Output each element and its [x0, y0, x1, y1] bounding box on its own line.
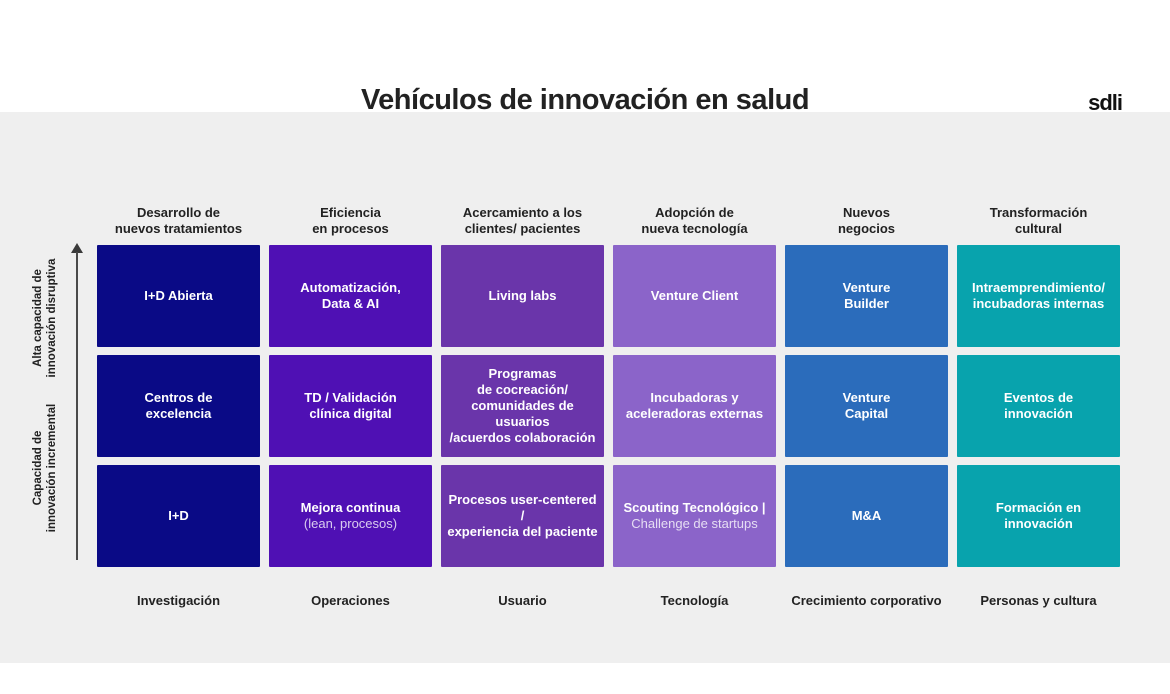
- column-footer: Crecimiento corporativo: [791, 593, 942, 608]
- matrix-cell: Intraemprendimiento/ incubadoras interna…: [957, 245, 1120, 347]
- column-header: Desarrollo de nuevos tratamientos: [114, 205, 243, 236]
- brand-logo: sdli: [1088, 90, 1123, 115]
- cell-label: Venture Client: [650, 288, 739, 303]
- column-footer: Investigación: [136, 593, 221, 608]
- cell-text-group: Scouting Tecnológico | Challenge de star…: [623, 500, 765, 532]
- matrix-cell: Scouting Tecnológico | Challenge de star…: [613, 465, 776, 567]
- y-axis-label-disruptive: Alta capacidad de innovación disruptiva: [32, 258, 58, 378]
- cell-label: Centros de excelencia: [144, 390, 213, 421]
- cell-sublabel: (lean, procesos): [303, 516, 398, 531]
- matrix-column-usuario: Acercamiento a los clientes/ pacientes L…: [441, 182, 604, 608]
- cell-label: Scouting Tecnológico |: [623, 500, 766, 515]
- column-footer: Operaciones: [311, 593, 390, 608]
- cell-label: Living labs: [488, 288, 557, 303]
- cell-label: Formación en innovación: [995, 500, 1082, 531]
- cell-label: Automatización, Data & AI: [300, 280, 401, 311]
- y-axis-label-incremental: Capacidad de innovación incremental: [32, 403, 58, 533]
- cell-label: I+D: [168, 508, 189, 523]
- cell-label: Incubadoras y aceleradoras externas: [625, 390, 764, 421]
- column-header: Adopción de nueva tecnología: [641, 205, 748, 236]
- column-footer: Tecnología: [660, 593, 729, 608]
- matrix-column-personas-y-cultura: Transformación cultural Intraemprendimie…: [957, 182, 1120, 608]
- matrix-cell: I+D Abierta: [97, 245, 260, 347]
- cell-label: M&A: [851, 508, 882, 523]
- column-footer: Personas y cultura: [980, 593, 1097, 608]
- matrix-cell: I+D: [97, 465, 260, 567]
- column-header: Eficiencia en procesos: [312, 205, 389, 236]
- cell-label: I+D Abierta: [144, 288, 213, 303]
- matrix-cell: Venture Capital: [785, 355, 948, 457]
- cell-label: TD / Validación clínica digital: [304, 390, 397, 421]
- matrix-cell: TD / Validación clínica digital: [269, 355, 432, 457]
- cell-label: Programas de cocreación/ comunidades de …: [449, 366, 596, 445]
- cell-label: Eventos de innovación: [1003, 390, 1074, 421]
- matrix-cell: Venture Client: [613, 245, 776, 347]
- cell-label: Procesos user-centered / experiencia del…: [447, 492, 598, 539]
- cell-label: Venture Builder: [842, 280, 891, 311]
- column-footer: Usuario: [498, 593, 547, 608]
- cell-label: Venture Capital: [842, 390, 891, 421]
- matrix-cell: Procesos user-centered / experiencia del…: [441, 465, 604, 567]
- y-axis-line: [76, 252, 78, 560]
- cell-text-group: Mejora continua (lean, procesos): [301, 500, 401, 532]
- matrix-cell: Eventos de innovación: [957, 355, 1120, 457]
- matrix-cell: Living labs: [441, 245, 604, 347]
- matrix-column-operaciones: Eficiencia en procesos Automatización, D…: [269, 182, 432, 608]
- column-header: Nuevos negocios: [837, 205, 896, 236]
- matrix-cell: Incubadoras y aceleradoras externas: [613, 355, 776, 457]
- column-header: Transformación cultural: [989, 205, 1088, 236]
- page-title: Vehículos de innovación en salud: [360, 84, 810, 116]
- cell-label: Mejora continua: [300, 500, 401, 515]
- cell-sublabel: Challenge de startups: [631, 516, 758, 531]
- matrix-column-investigacion: Desarrollo de nuevos tratamientos I+D Ab…: [97, 182, 260, 608]
- matrix-column-tecnologia: Adopción de nueva tecnología Venture Cli…: [613, 182, 776, 608]
- column-header: Acercamiento a los clientes/ pacientes: [462, 205, 583, 236]
- arrow-up-icon: [71, 243, 83, 253]
- matrix-cell: Formación en innovación: [957, 465, 1120, 567]
- innovation-matrix: Desarrollo de nuevos tratamientos I+D Ab…: [97, 182, 1120, 608]
- matrix-cell: Mejora continua (lean, procesos): [269, 465, 432, 567]
- cell-label: Intraemprendimiento/ incubadoras interna…: [972, 280, 1105, 311]
- matrix-cell: M&A: [785, 465, 948, 567]
- matrix-cell: Programas de cocreación/ comunidades de …: [441, 355, 604, 457]
- matrix-column-crecimiento-corporativo: Nuevos negocios Venture Builder Venture …: [785, 182, 948, 608]
- matrix-cell: Centros de excelencia: [97, 355, 260, 457]
- matrix-cell: Venture Builder: [785, 245, 948, 347]
- matrix-cell: Automatización, Data & AI: [269, 245, 432, 347]
